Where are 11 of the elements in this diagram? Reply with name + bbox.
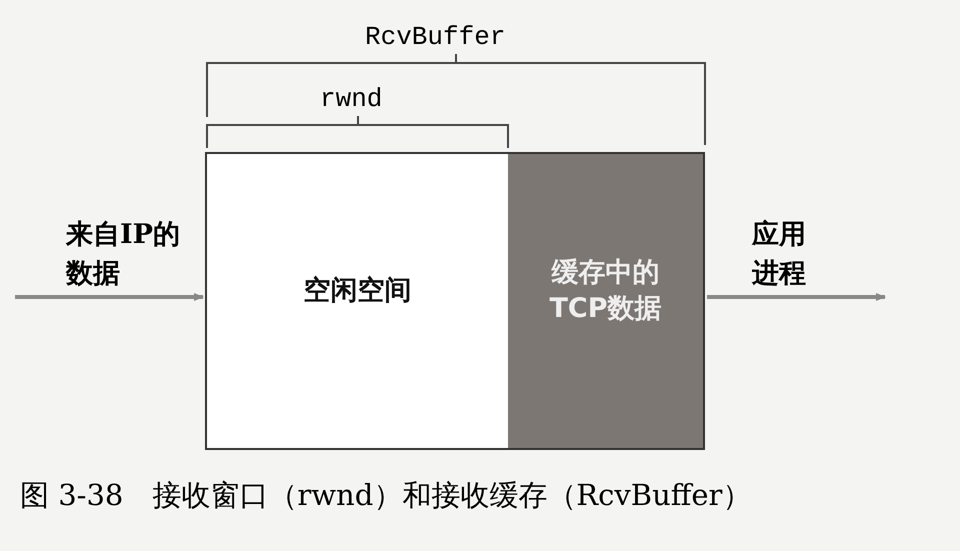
bracket-label: RcvBuffer bbox=[365, 22, 506, 52]
arrow bbox=[707, 293, 886, 301]
arrow bbox=[15, 293, 204, 301]
buffer-segment bbox=[508, 152, 705, 450]
box-label: 空闲空间 bbox=[302, 274, 412, 308]
box-label: 缓存中的TCP数据 bbox=[548, 256, 663, 326]
bracket-label: rwnd bbox=[320, 84, 382, 114]
edge-label: 来自IP的数据 bbox=[66, 218, 181, 292]
buffer-segment bbox=[205, 152, 508, 450]
caption: 图 3-38 接收窗口（rwnd）和接收缓存（RcvBuffer） bbox=[20, 477, 752, 514]
edge-label: 应用进程 bbox=[752, 218, 807, 292]
